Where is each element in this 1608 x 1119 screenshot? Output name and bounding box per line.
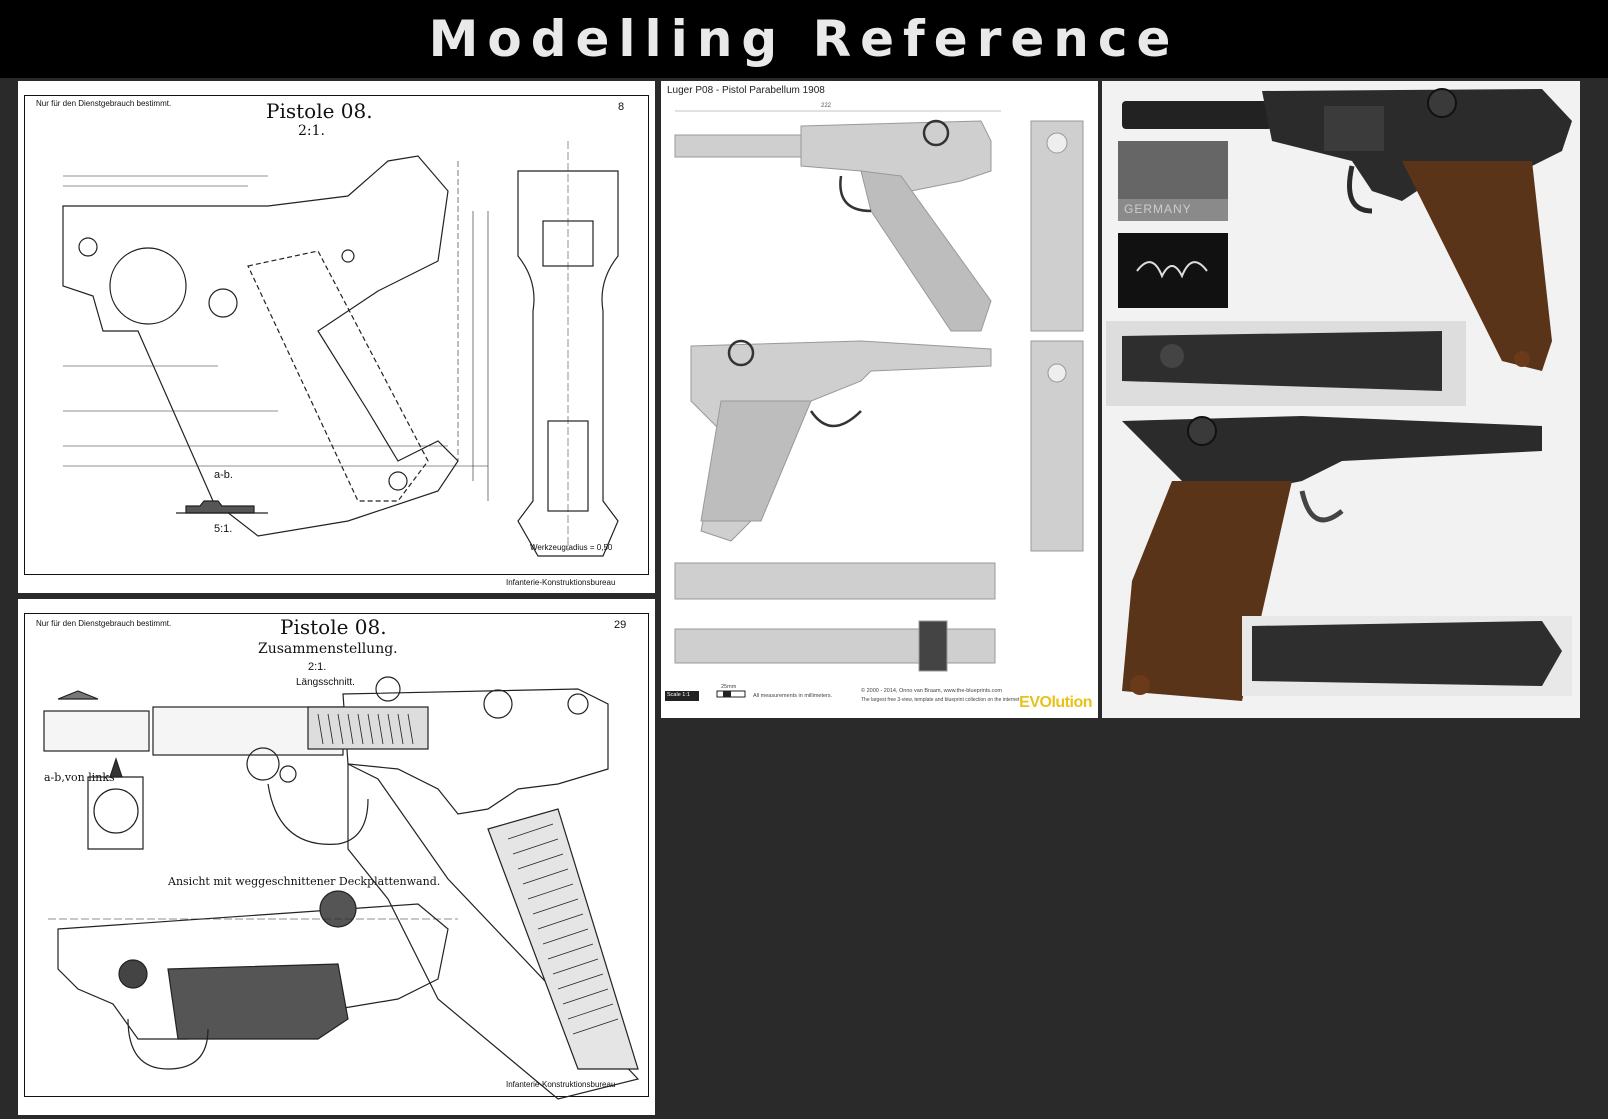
- drawing-sheet-8: Nur für den Dienstgebrauch bestimmt. Pis…: [18, 81, 655, 593]
- sheet-title: Pistole 08.: [266, 99, 373, 123]
- view-label: a-b,von links: [44, 771, 115, 784]
- scale-label: Scale 1:1: [667, 692, 690, 698]
- section-scale: 5:1.: [214, 523, 233, 535]
- blueprint-sheet: Luger P08 - Pistol Parabellum 1908 222: [661, 81, 1098, 718]
- sheet-subtitle: Zusammenstellung.: [258, 641, 398, 657]
- sheet-notice: Nur für den Dienstgebrauch bestimmt.: [36, 99, 172, 108]
- page-number: 29: [614, 619, 627, 631]
- sheet-notice: Nur für den Dienstgebrauch bestimmt.: [36, 619, 172, 628]
- header-bar: Modelling Reference: [0, 0, 1608, 78]
- measurements-note: All measurements in millimeters.: [753, 693, 833, 699]
- page-title: Modelling Reference: [428, 10, 1180, 68]
- sheet-scale: 2:1.: [298, 123, 325, 139]
- scale-bar-label: 25mm: [721, 684, 737, 690]
- germany-stamp: GERMANY: [1124, 202, 1192, 216]
- blueprint-views: [665, 110, 1084, 701]
- side-view-right: [674, 119, 992, 332]
- pistol-photo-right: [1122, 88, 1572, 371]
- pistol-photos: [1106, 88, 1572, 701]
- length-dimension: 222: [821, 103, 832, 109]
- page-number: 8: [618, 101, 625, 113]
- drawing-sheet-29: Nur für den Dienstgebrauch bestimmt. Pis…: [18, 599, 655, 1115]
- copyright-text: © 2000 - 2014, Onno van Braam, www.the-b…: [861, 688, 1003, 694]
- blueprint-title: Luger P08 - Pistol Parabellum 1908: [667, 85, 825, 96]
- side-view-left: [690, 339, 992, 542]
- bureau-label: Infanterie-Konstruktionsbureau: [506, 1080, 616, 1089]
- tagline-text: The largest free 3-view, template and bl…: [861, 697, 1020, 703]
- section-label: a-b.: [214, 469, 233, 481]
- evolution-logo: EVOlution: [1019, 694, 1092, 711]
- sheet-border: [24, 613, 649, 1097]
- tool-radius-note: Werkzeugradius = 0,50: [530, 543, 613, 552]
- section-label: Längsschnitt.: [296, 677, 355, 688]
- sheet-border: [24, 95, 649, 575]
- sheet-scale: 2:1.: [308, 661, 327, 673]
- cutaway-label: Ansicht mit weggeschnittener Deckplatten…: [168, 875, 441, 888]
- pistol-frame-drawing: [62, 141, 619, 557]
- pistol-assembly-drawing: [43, 676, 640, 1100]
- photo-panel: GERMANY: [1102, 81, 1580, 718]
- sheet-title: Pistole 08.: [280, 615, 387, 639]
- bureau-label: Infanterie-Konstruktionsbureau: [506, 578, 616, 587]
